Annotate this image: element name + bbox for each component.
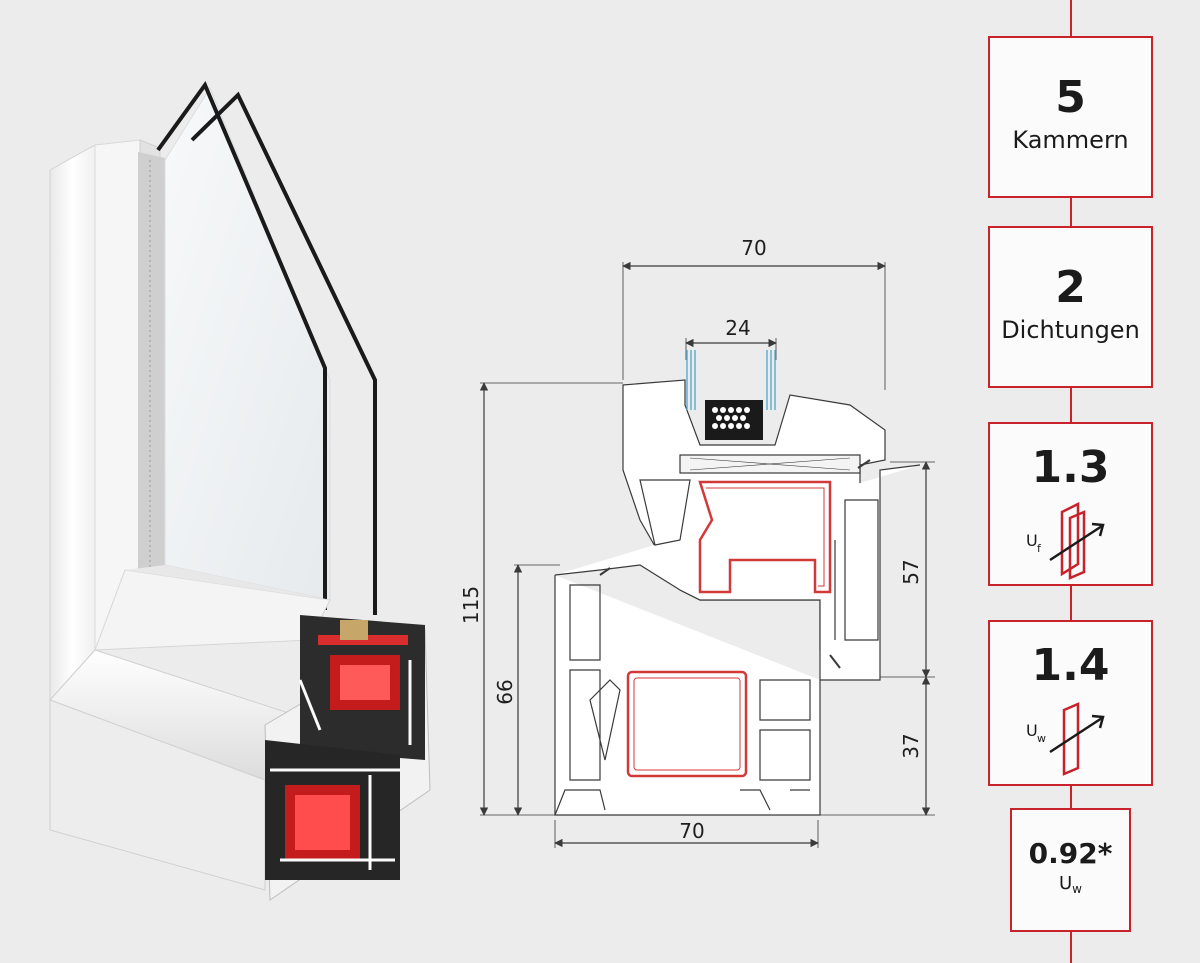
dim-top-width: 70 xyxy=(741,236,766,260)
svg-text:U: U xyxy=(1026,721,1038,740)
seals-value: 2 xyxy=(1055,262,1086,313)
dim-lower-height: 37 xyxy=(899,733,923,758)
profile-section-drawing xyxy=(479,261,935,848)
dim-sash-height: 57 xyxy=(899,559,923,584)
svg-text:w: w xyxy=(1037,732,1046,745)
chambers-label: Kammern xyxy=(1012,126,1129,154)
uf-value: 1.3 xyxy=(1031,442,1110,493)
frame-insulation-icon: U f xyxy=(1020,501,1120,584)
seals-label: Dichtungen xyxy=(1001,316,1140,344)
dimension-labels: 70 24 115 66 57 37 70 xyxy=(459,236,923,843)
svg-text:U: U xyxy=(1026,531,1038,550)
spec-seals: 2 Dichtungen xyxy=(988,226,1153,388)
window-insulation-icon: U w xyxy=(1020,702,1120,784)
spec-chambers: 5 Kammern xyxy=(988,36,1153,198)
uw-optional-subscript: w xyxy=(1072,882,1082,897)
window-corner-3d xyxy=(49,80,431,901)
dim-frame-height: 66 xyxy=(493,679,517,704)
spec-uf: 1.3 U f xyxy=(988,422,1153,586)
spec-uw-optional: 0.92* Uw xyxy=(1010,808,1131,932)
corner-profile-section xyxy=(264,615,431,901)
spec-uw: 1.4 U w xyxy=(988,620,1153,786)
dim-total-height: 115 xyxy=(459,586,483,624)
uw-optional-value: 0.92* xyxy=(1028,837,1113,870)
dim-glass-thickness: 24 xyxy=(725,316,750,340)
uw-optional-letter: U xyxy=(1058,873,1073,894)
uw-value: 1.4 xyxy=(1031,640,1110,691)
uw-optional-symbol: Uw xyxy=(1012,873,1129,897)
dim-bottom-width: 70 xyxy=(679,819,704,843)
chambers-value: 5 xyxy=(1055,72,1086,123)
svg-text:f: f xyxy=(1037,542,1042,555)
